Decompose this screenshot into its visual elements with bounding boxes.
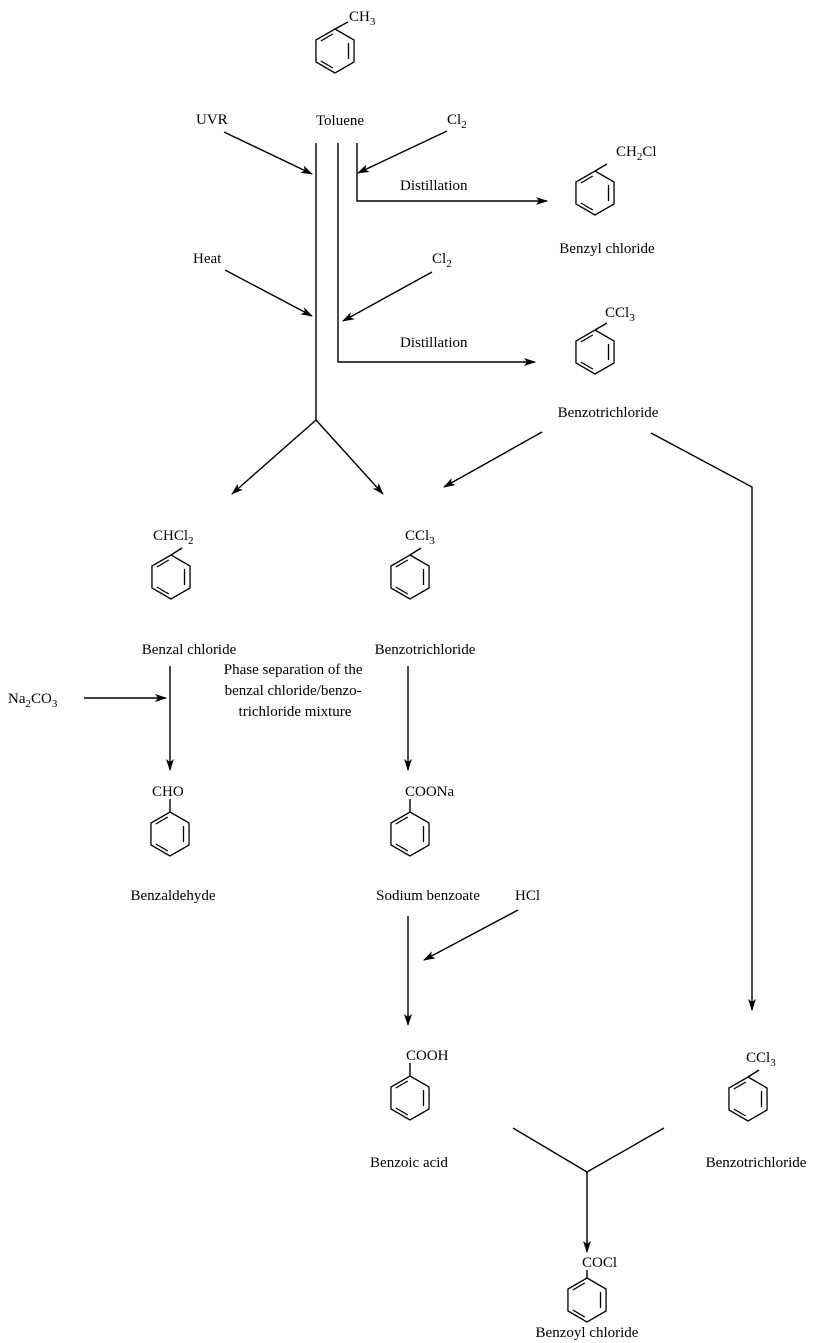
benzoyl-chloride-molecule: COCl Benzoyl chloride xyxy=(536,1255,639,1341)
benzene-ring-icon xyxy=(575,329,615,375)
uvr-label: UVR xyxy=(196,112,228,128)
benzene-ring-icon xyxy=(567,1277,607,1323)
benzotrichloride-top-formula: CCl3 xyxy=(605,305,635,324)
benzoyl-chloride-label: Benzoyl chloride xyxy=(536,1325,639,1341)
benzaldehyde-formula: CHO xyxy=(152,784,184,800)
benzal-chloride-bond xyxy=(170,547,183,556)
toluene-label: Toluene xyxy=(316,113,364,129)
na2co3-label: Na2CO3 xyxy=(8,691,58,710)
distillation-label-mid: Distillation xyxy=(400,335,468,351)
sodium-benzoate-molecule: COONa Sodium benzoate xyxy=(376,784,480,904)
sodium-benzoate-label: Sodium benzoate xyxy=(376,888,480,904)
benzene-ring-icon xyxy=(575,170,615,216)
split-arrow-left xyxy=(231,419,317,495)
benzotrichloride-mid-formula: CCl3 xyxy=(405,528,435,547)
toluene-formula: CH3 xyxy=(349,9,376,28)
hcl-arrow xyxy=(423,909,519,961)
uvr-arrow xyxy=(223,131,313,175)
benzotrichloride-right-molecule: CCl3 Benzotrichloride xyxy=(706,1050,807,1171)
benzyl-chloride-label: Benzyl chloride xyxy=(559,241,655,257)
combine-left-line xyxy=(512,1127,588,1173)
heat-label: Heat xyxy=(193,251,222,267)
benzal-chloride-label: Benzal chloride xyxy=(142,642,237,658)
benzene-ring-icon xyxy=(315,28,355,74)
distillation-label-top: Distillation xyxy=(400,178,468,194)
benzyl-chloride-formula: CH2Cl xyxy=(616,144,657,163)
benzotrichloride-right-label: Benzotrichloride xyxy=(706,1155,807,1171)
heat-arrow xyxy=(224,269,313,317)
combine-lines xyxy=(512,1127,665,1253)
benzoic-acid-formula: COOH xyxy=(406,1048,449,1064)
distillation-mid-line xyxy=(337,143,536,366)
flow-lines-top xyxy=(223,130,548,495)
benzoyl-chloride-formula: COCl xyxy=(582,1255,617,1271)
benzotrichloride-right-bond xyxy=(747,1069,760,1078)
benzotrichloride-top-bond xyxy=(594,322,608,331)
cl2-mid-arrow xyxy=(342,271,433,322)
benzotrichloride-mid-bond xyxy=(409,547,422,556)
benzotrichloride-right-formula: CCl3 xyxy=(746,1050,776,1069)
hcl-label: HCl xyxy=(515,888,540,904)
benzene-ring-icon xyxy=(150,811,190,857)
benzaldehyde-molecule: CHO Benzaldehyde xyxy=(131,784,216,904)
cl2-label-mid: Cl2 xyxy=(432,251,452,270)
benzotrichloride-mid-label: Benzotrichloride xyxy=(375,642,476,658)
benzal-chloride-formula: CHCl2 xyxy=(153,528,194,547)
cl2-label-top: Cl2 xyxy=(447,112,467,131)
benzyl-chloride-molecule: CH2Cl Benzyl chloride xyxy=(559,144,656,257)
benzene-ring-icon xyxy=(390,554,430,600)
benzene-ring-icon xyxy=(390,811,430,857)
benzene-ring-icon xyxy=(390,1075,430,1121)
toluene-molecule: CH3 Toluene xyxy=(315,9,376,129)
benzotrichloride-mid-molecule: CCl3 Benzotrichloride xyxy=(375,528,476,658)
bt-to-mid-arrow xyxy=(443,431,543,488)
benzotrichloride-top-molecule: CCl3 Benzotrichloride xyxy=(558,305,659,421)
benzene-ring-icon xyxy=(728,1076,768,1122)
distillation-top-line xyxy=(356,143,548,205)
toluene-bond xyxy=(334,21,349,30)
benzaldehyde-label: Benzaldehyde xyxy=(131,888,216,904)
phase-separation-label: Phase separation of the benzal chloride/… xyxy=(224,662,366,720)
benzoic-acid-molecule: COOH Benzoic acid xyxy=(370,1048,449,1171)
cl2-top-arrow xyxy=(357,130,448,174)
combine-right-line xyxy=(586,1127,665,1173)
benzyl-chloride-bond xyxy=(594,163,608,172)
bt-to-right-line xyxy=(650,432,756,1011)
benzal-chloride-molecule: CHCl2 Benzal chloride xyxy=(142,528,237,658)
benzene-ring-icon xyxy=(151,554,191,600)
benzotrichloride-top-label: Benzotrichloride xyxy=(558,405,659,421)
split-arrow-right xyxy=(315,419,384,495)
benzoic-acid-label: Benzoic acid xyxy=(370,1155,448,1171)
sodium-benzoate-formula: COONa xyxy=(405,784,455,800)
